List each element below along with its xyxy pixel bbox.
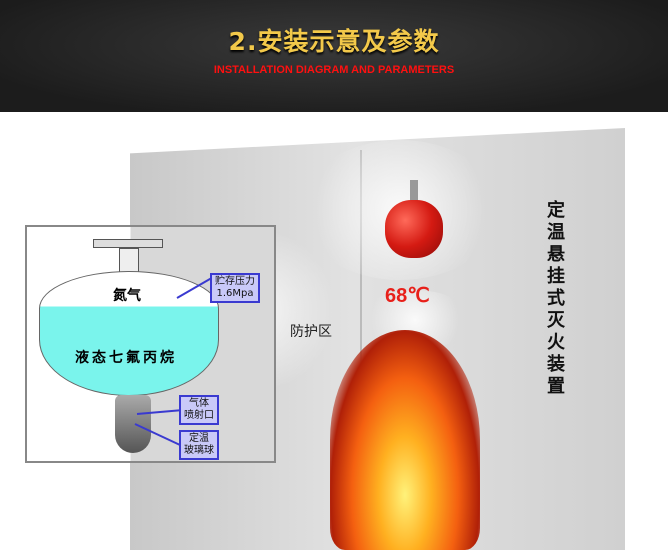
callout-bulb: 定温玻璃球: [179, 430, 219, 460]
callout-text: 气体: [189, 398, 209, 409]
hanger: [410, 180, 418, 202]
nozzle: [115, 395, 151, 453]
gas-label: 氮气: [113, 288, 141, 304]
page-subtitle: INSTALLATION DIAGRAM AND PARAMETERS: [213, 64, 455, 76]
callout-text: 1.6Mpa: [216, 288, 254, 299]
mount-bar: [93, 239, 163, 248]
liquid-label: 液态七氟丙烷: [75, 350, 177, 366]
callout-text: 喷射口: [184, 410, 214, 421]
extinguisher-image: [385, 200, 443, 258]
page-title: 2.安装示意及参数: [228, 27, 440, 56]
product-name: 定温悬挂式灭火装置: [547, 200, 565, 397]
zone-label: 防护区: [290, 324, 332, 340]
callout-text: 定温: [189, 433, 209, 444]
callout-nozzle: 气体喷射口: [179, 395, 219, 425]
temperature-label: 68℃: [385, 285, 430, 307]
fire-image: [330, 330, 480, 550]
room-corner: [360, 150, 362, 540]
callout-text: 贮存压力: [215, 276, 255, 287]
header-banner: [0, 0, 668, 112]
callout-text: 玻璃球: [184, 445, 214, 456]
